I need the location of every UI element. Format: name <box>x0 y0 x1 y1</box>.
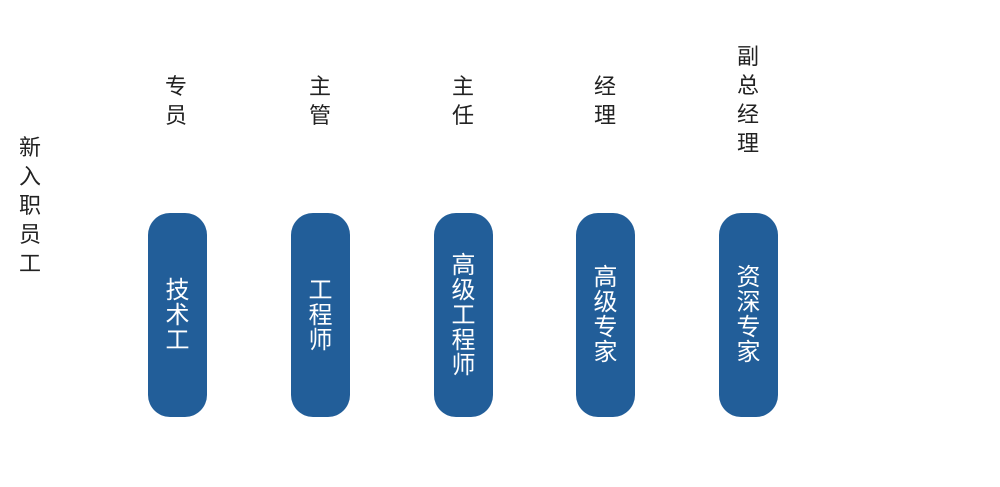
technical-level-3-pill: 高 级 工 程 师 <box>434 213 493 417</box>
management-level-2-label: 主 管 <box>308 75 331 129</box>
management-level-4-label: 经 理 <box>593 75 616 129</box>
technical-level-5-pill: 资 深 专 家 <box>719 213 778 417</box>
technical-level-3-label: 高 级 工 程 师 <box>451 250 476 379</box>
management-level-3-label: 主 任 <box>451 75 474 129</box>
entry-level-label: 新 入 职 员 工 <box>18 136 41 277</box>
technical-level-2-pill: 工 程 师 <box>291 213 350 417</box>
technical-level-5-label: 资 深 专 家 <box>736 263 761 366</box>
management-level-1-label: 专 员 <box>164 75 187 129</box>
technical-level-4-pill: 高 级 专 家 <box>576 213 635 417</box>
technical-level-2-label: 工 程 师 <box>308 275 333 354</box>
technical-level-4-label: 高 级 专 家 <box>593 263 618 366</box>
technical-level-1-pill: 技 术 工 <box>148 213 207 417</box>
management-level-5-label: 副 总 经 理 <box>736 45 759 157</box>
technical-level-1-label: 技 术 工 <box>165 275 190 354</box>
